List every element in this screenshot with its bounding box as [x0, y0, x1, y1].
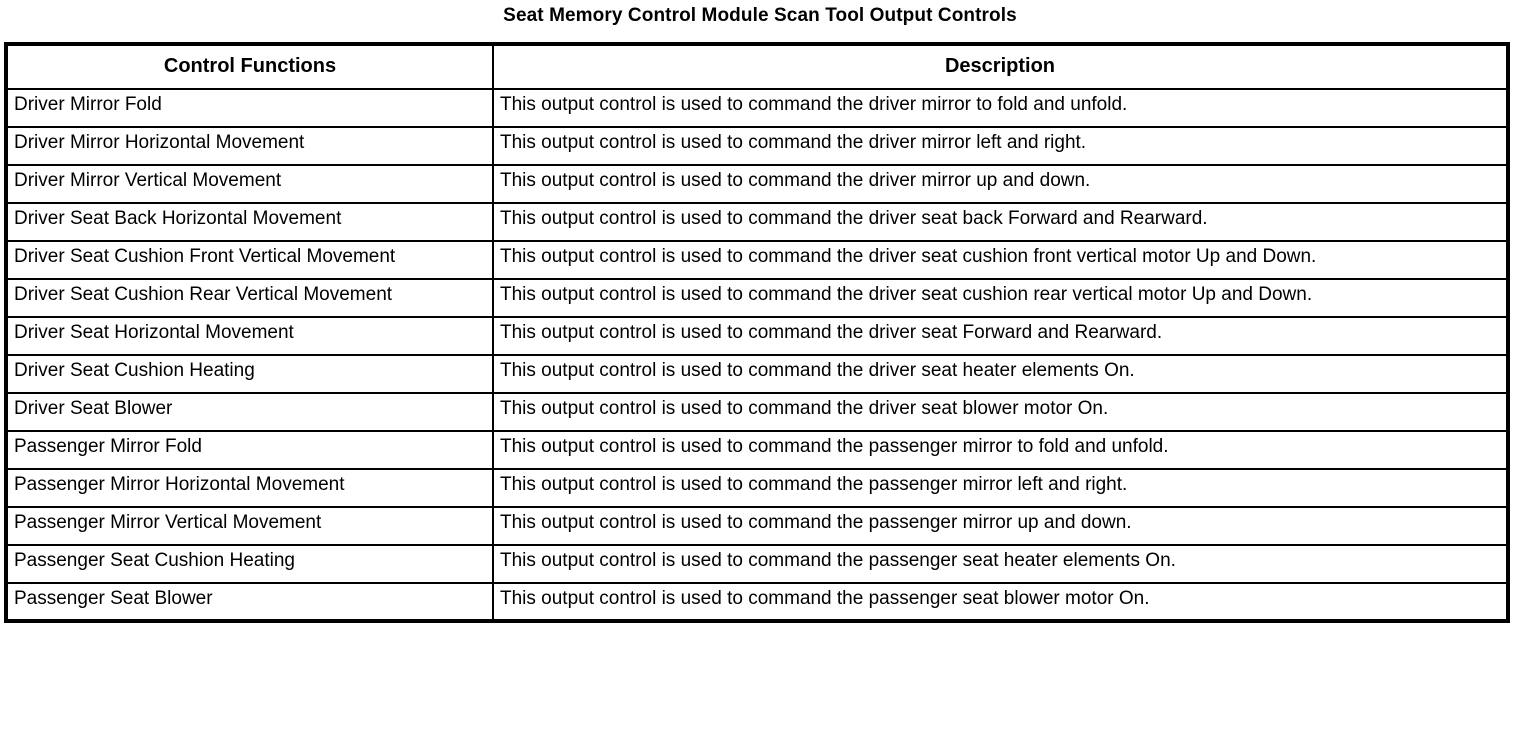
description-cell: This output control is used to command t…	[492, 582, 1509, 622]
table-header: Control Functions Description	[5, 43, 1509, 90]
control-function-cell: Passenger Mirror Horizontal Movement	[5, 468, 494, 508]
description-cell: This output control is used to command t…	[492, 88, 1509, 128]
control-function-cell: Driver Seat Cushion Rear Vertical Moveme…	[5, 278, 494, 318]
description-cell: This output control is used to command t…	[492, 354, 1509, 394]
description-cell: This output control is used to command t…	[492, 164, 1509, 204]
description-cell: This output control is used to command t…	[492, 278, 1509, 318]
table-header-row: Control Functions Description	[5, 43, 1509, 90]
control-function-cell: Passenger Mirror Vertical Movement	[5, 506, 494, 546]
control-function-cell: Driver Seat Cushion Heating	[5, 354, 494, 394]
control-function-cell: Driver Seat Cushion Front Vertical Movem…	[5, 240, 494, 280]
column-header-description: Description	[492, 43, 1509, 90]
description-cell: This output control is used to command t…	[492, 430, 1509, 470]
control-function-cell: Passenger Mirror Fold	[5, 430, 494, 470]
column-header-control-functions: Control Functions	[5, 43, 494, 90]
control-function-cell: Driver Seat Back Horizontal Movement	[5, 202, 494, 242]
table-row: Driver Seat Cushion Front Vertical Movem…	[5, 240, 1509, 280]
control-function-cell: Driver Mirror Fold	[5, 88, 494, 128]
control-function-cell: Passenger Seat Blower	[5, 582, 494, 622]
control-function-cell: Driver Seat Blower	[5, 392, 494, 432]
scan-tool-output-controls-table: Control Functions Description Driver Mir…	[4, 42, 1510, 623]
description-cell: This output control is used to command t…	[492, 468, 1509, 508]
control-function-cell: Passenger Seat Cushion Heating	[5, 544, 494, 584]
control-function-cell: Driver Seat Horizontal Movement	[5, 316, 494, 356]
description-cell: This output control is used to command t…	[492, 316, 1509, 356]
page-title: Seat Memory Control Module Scan Tool Out…	[503, 5, 1017, 26]
description-cell: This output control is used to command t…	[492, 240, 1509, 280]
description-cell: This output control is used to command t…	[492, 544, 1509, 584]
scan-tool-output-controls-table-wrapper: Control Functions Description Driver Mir…	[4, 42, 1510, 623]
control-function-cell: Driver Mirror Horizontal Movement	[5, 126, 494, 166]
description-cell: This output control is used to command t…	[492, 126, 1509, 166]
description-cell: This output control is used to command t…	[492, 392, 1509, 432]
control-function-cell: Driver Mirror Vertical Movement	[5, 164, 494, 204]
description-cell: This output control is used to command t…	[492, 202, 1509, 242]
table-row: Driver Seat Cushion Rear Vertical Moveme…	[5, 278, 1509, 318]
description-cell: This output control is used to command t…	[492, 506, 1509, 546]
